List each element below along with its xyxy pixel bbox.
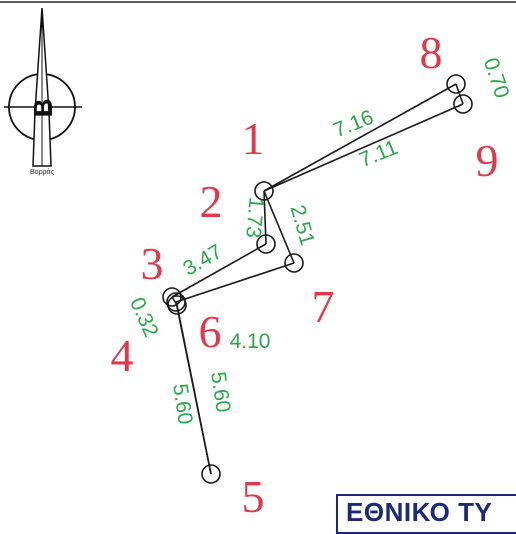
point-label-9: 9 <box>476 135 499 186</box>
point-label-4: 4 <box>111 330 134 381</box>
segment-7-6 <box>175 262 295 303</box>
nodes-layer <box>162 74 473 484</box>
distance-label-8-9: 0.70 <box>479 55 514 101</box>
node-5 <box>201 464 221 484</box>
point-label-3: 3 <box>141 238 164 289</box>
distance-label-7-6: 4.10 <box>230 330 271 353</box>
point-label-7: 7 <box>312 281 335 332</box>
compass-caption: Βορράς <box>30 168 55 176</box>
node-8 <box>446 74 466 94</box>
node-6 <box>166 292 186 312</box>
node-7 <box>284 253 304 273</box>
node-1 <box>254 181 274 201</box>
segment-2-3 <box>171 243 267 298</box>
node-9 <box>453 94 473 114</box>
stamp-banner: ΕΘΝΙΚΟ ΤΥ <box>336 494 516 534</box>
node-2 <box>256 234 276 254</box>
point-label-5: 5 <box>242 471 265 522</box>
segment-1-7 <box>263 190 295 264</box>
distance-label-2-3: 3.47 <box>179 240 226 280</box>
distance-label-4-5: 5.60 <box>168 382 196 426</box>
distance-label-6-5: 5.60 <box>206 370 234 414</box>
distance-label-1-9: 7.11 <box>356 136 401 172</box>
north-arrow-icon: B Βορράς <box>4 7 82 176</box>
point-label-8: 8 <box>420 27 443 78</box>
distance-label-1-7: 2.51 <box>286 202 319 248</box>
segment-6-5 <box>175 301 212 475</box>
segment-8-9 <box>455 83 464 105</box>
point-label-1: 1 <box>242 113 265 164</box>
point-label-2: 2 <box>200 176 223 227</box>
distance-label-1-2: 1.73 <box>241 196 267 239</box>
segment-1-9 <box>263 103 464 192</box>
segments-layer <box>171 83 464 475</box>
distance-label-1-8: 7.16 <box>330 106 377 143</box>
compass-letter: B <box>28 99 58 118</box>
segment-1-8 <box>263 83 457 192</box>
point-label-6: 6 <box>199 306 222 357</box>
